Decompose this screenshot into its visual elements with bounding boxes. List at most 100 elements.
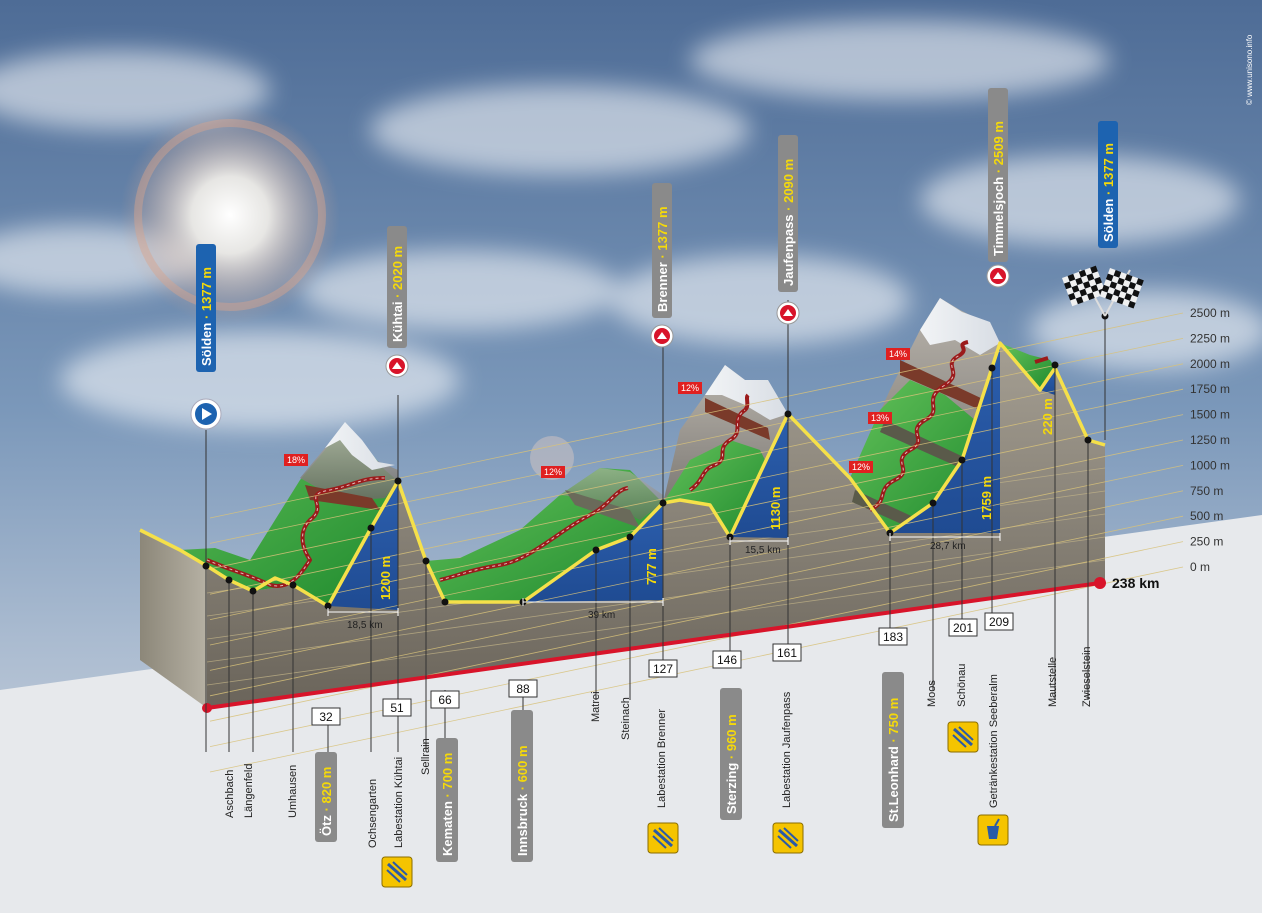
summit-tag-label: Kühtai · 2020 m [390, 246, 405, 342]
waypoint-dot [958, 456, 966, 464]
waypoint-dot [394, 477, 402, 485]
elevation-tick-label: 2500 m [1190, 306, 1230, 320]
finish-dot [1094, 577, 1106, 589]
start-dot [202, 703, 212, 713]
summit-tag-box [988, 88, 1008, 262]
drink-station-icon [977, 814, 1009, 846]
summit-tag-box [652, 183, 672, 318]
summit-icon [986, 264, 1010, 288]
profile-side-face [140, 530, 207, 708]
summit-tag-box [387, 226, 407, 348]
sun-halo [134, 119, 326, 311]
place-label: Matrei [590, 691, 602, 722]
km-box [430, 690, 460, 709]
km-box [878, 627, 908, 646]
waypoint-dot [784, 410, 792, 418]
km-value: 201 [953, 621, 973, 635]
gradient-badges: 18% 12% 12% 14% 13% 12% [284, 348, 910, 478]
valley-tag-box [882, 672, 904, 828]
summit-tag-label: Jaufenpass · 2090 m [781, 159, 796, 286]
valley-tag-label: Ötz · 820 m [319, 767, 334, 836]
km-marker: 127 [648, 659, 678, 678]
place-label: Sellrain [420, 738, 432, 775]
km-value: 51 [390, 701, 404, 715]
gradient-badge-5: 13% [871, 413, 889, 423]
km-value: 66 [438, 693, 452, 707]
gradient-badge-3: 12% [681, 383, 699, 393]
station-icons [381, 721, 1009, 888]
valley-tag-label: St.Leonhard · 750 m [886, 698, 901, 822]
place-label: Labestation Jaufenpass [781, 691, 793, 808]
summit-icon [650, 324, 674, 348]
waypoint-dot [289, 581, 297, 589]
waypoint-dot [1051, 361, 1059, 369]
waypoint-dot [249, 587, 257, 595]
summit-tags: Sölden · 1377 m Kühtai · 2020 m Brenner · … [196, 88, 1118, 372]
waypoint-dot [929, 499, 937, 507]
waypoint-dot [225, 576, 233, 584]
valley-tag-box [720, 688, 742, 820]
valley-tag-box [315, 752, 337, 842]
km-marker: 51 [382, 698, 412, 717]
elevation-tick-label: 750 m [1190, 484, 1223, 498]
elevation-tick-label: 1500 m [1190, 408, 1230, 422]
valley-tag: Sterzing · 960 m [720, 688, 742, 820]
elevation-tick-label: 1750 m [1190, 382, 1230, 396]
place-label: Moos [926, 680, 938, 707]
valley-tag: Innsbruck · 600 m [511, 710, 533, 862]
gradient-badge-4: 14% [889, 349, 907, 359]
elevation-tick-label: 1250 m [1190, 433, 1230, 447]
credit: © www.unisono.info [1245, 34, 1254, 105]
summit-tag-label: Brenner · 1377 m [655, 206, 670, 312]
valley-tag: Ötz · 820 m [315, 752, 337, 842]
elevation-tick-label: 250 m [1190, 535, 1223, 549]
place-label: Ochsengarten [367, 779, 379, 848]
finish-flags-icon [1062, 265, 1144, 317]
sun [120, 105, 340, 325]
km-value: 146 [717, 653, 737, 667]
clouds [0, 20, 1262, 430]
valley-tag-label: Innsbruck · 600 m [515, 745, 530, 856]
valley-tag-box [511, 710, 533, 862]
summit-tag: Sölden · 1377 m [1098, 121, 1118, 248]
km-value: 127 [653, 662, 673, 676]
place-label: Zwieselstein [1081, 646, 1093, 707]
km-value: 32 [319, 710, 333, 724]
km-value: 161 [777, 646, 797, 660]
valley-tag: St.Leonhard · 750 m [882, 672, 904, 828]
place-label: Umhausen [287, 765, 299, 818]
summit-tag: Timmelsjoch · 2509 m [988, 88, 1008, 262]
km-value: 183 [883, 630, 903, 644]
km-value: 88 [516, 682, 530, 696]
waypoint-dot [324, 602, 332, 610]
km-marker: 32 [311, 707, 341, 726]
valley-tag-label: Sterzing · 960 m [724, 714, 739, 814]
summit-tag-box [196, 244, 216, 372]
food-station-icon [947, 721, 979, 753]
waypoint-dot [626, 533, 634, 541]
valley-tag-label: Kematen · 700 m [440, 753, 455, 856]
km-box [508, 679, 538, 698]
climb-gain-4: 1759 m [979, 476, 994, 520]
km-marker: 183 [878, 627, 908, 646]
waypoint-dot [988, 364, 996, 372]
elevation-tick-label: 500 m [1190, 509, 1223, 523]
summit-tag-label: Sölden · 1377 m [199, 267, 214, 366]
waypoint-dot [422, 557, 430, 565]
total-distance: 238 km [1112, 575, 1159, 591]
summit-tag: Kühtai · 2020 m [387, 226, 407, 348]
food-station-icon [772, 822, 804, 854]
waypoint-dot [367, 524, 375, 532]
summit-tag-box [1098, 121, 1118, 248]
km-marker: 66 [430, 690, 460, 709]
km-box [382, 698, 412, 717]
climb-length-1: 18,5 km [347, 620, 383, 631]
gradient-badge-1: 18% [287, 455, 305, 465]
elevation-tick-label: 2250 m [1190, 331, 1230, 345]
place-label: Mautstelle [1047, 657, 1059, 707]
place-label: Getränkestation Seeberalm [988, 674, 1000, 808]
waypoint-dot [592, 546, 600, 554]
